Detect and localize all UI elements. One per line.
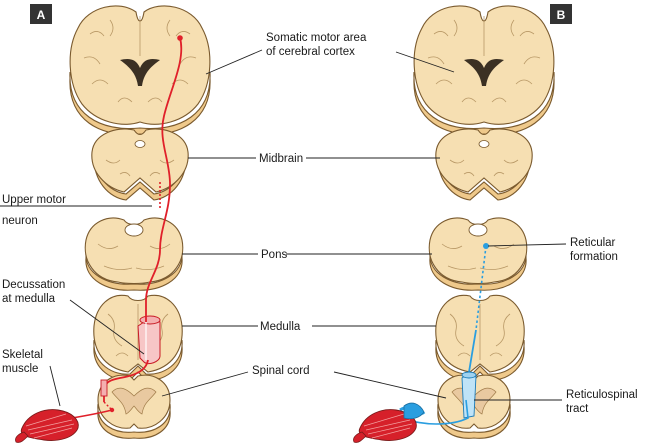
label-decussation-line2: at medulla xyxy=(2,293,56,305)
panel-b-badge: B xyxy=(550,4,572,24)
reticulospinal-tract-cylinder xyxy=(461,371,477,419)
panel-b-letter: B xyxy=(557,8,566,22)
pons-section-a xyxy=(84,217,184,291)
spinal-cord-section-a xyxy=(97,374,171,439)
leader-lines xyxy=(0,49,567,407)
label-decussation-line1: Decussation xyxy=(2,279,65,291)
label-reticulospinal-line1: Reticulospinal xyxy=(566,389,638,401)
cerebrum-section-a xyxy=(69,5,211,136)
label-reticulospinal-line2: tract xyxy=(566,403,589,415)
pons-section-b xyxy=(428,217,528,291)
label-reticular-line2: formation xyxy=(570,251,618,263)
label-upper-motor-line2: neuron xyxy=(2,215,38,227)
label-somatic-motor-line2: of cerebral cortex xyxy=(266,46,355,58)
label-upper-motor-line1: Upper motor xyxy=(2,194,66,206)
label-skeletal-line1: Skeletal xyxy=(2,349,43,361)
label-spinal-cord: Spinal cord xyxy=(252,365,310,377)
panel-a-letter: A xyxy=(37,8,46,22)
midbrain-section-a xyxy=(91,128,189,201)
label-pons: Pons xyxy=(261,249,287,261)
medulla-section-a xyxy=(93,294,183,381)
panel-a-badge: A xyxy=(30,4,52,24)
decussation-cylinder xyxy=(137,315,161,365)
medulla-section-b xyxy=(435,294,525,381)
label-reticular-line1: Reticular xyxy=(570,237,616,249)
midbrain-section-b xyxy=(435,128,533,201)
label-medulla: Medulla xyxy=(260,321,301,333)
label-midbrain: Midbrain xyxy=(259,153,303,165)
cerebrum-section-b xyxy=(413,5,555,136)
label-somatic-motor-line1: Somatic motor area xyxy=(266,32,367,44)
label-skeletal-line2: muscle xyxy=(2,363,38,375)
upper-motor-neuron-pathway xyxy=(71,35,183,419)
skeletal-muscle-b xyxy=(353,402,425,443)
skeletal-muscle-a xyxy=(15,409,79,443)
